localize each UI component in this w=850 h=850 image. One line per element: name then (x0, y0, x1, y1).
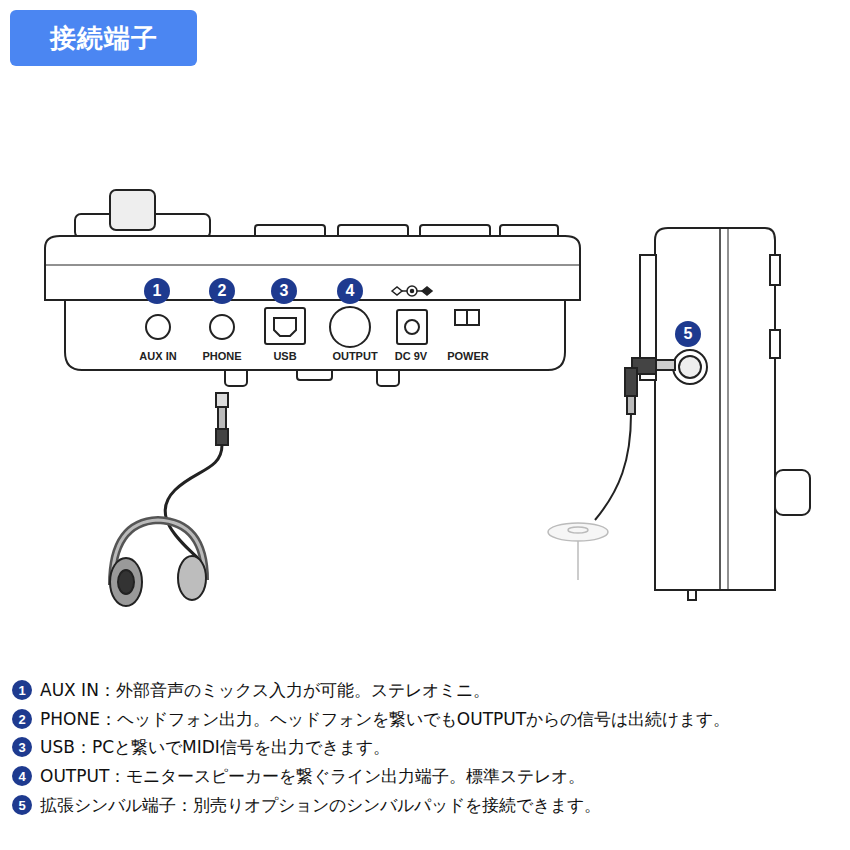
list-number: 4 (12, 766, 32, 786)
front-panel (45, 190, 580, 386)
side-view-part (770, 330, 780, 358)
front-panel-part (146, 315, 170, 339)
side-view-part (673, 350, 707, 384)
headphone-cable-part (216, 393, 228, 407)
side-view-part (770, 255, 780, 285)
list-number: 2 (12, 709, 32, 729)
front-panel-part (455, 310, 479, 325)
front-panel-part (45, 236, 580, 300)
front-panel-part (274, 318, 296, 336)
cymbal-pad-part (577, 541, 579, 580)
front-panel-part (466, 310, 468, 325)
list-number: 5 (12, 795, 32, 815)
front-panel-part (330, 307, 370, 347)
callout-number: 5 (675, 321, 701, 347)
side-view-part (595, 414, 631, 520)
title-badge: 接続端子 (10, 10, 197, 66)
headphone-cable-part (218, 407, 226, 429)
port-label: OUTPUT (331, 350, 378, 362)
side-view-part (688, 590, 696, 600)
front-panel-part (210, 315, 234, 339)
side-view (595, 228, 810, 600)
front-panel-part (392, 286, 432, 296)
side-view-part (655, 360, 675, 370)
side-view-part (625, 368, 637, 396)
front-panel-part-part (411, 290, 414, 293)
port-label: POWER (446, 350, 490, 362)
side-view-part (719, 228, 721, 590)
side-view-part (728, 228, 729, 590)
port-label: DC 9V (394, 350, 428, 362)
callout-number: 4 (337, 278, 363, 304)
front-panel-part (405, 320, 419, 334)
side-view-part (655, 228, 775, 590)
port-label: USB (272, 350, 297, 362)
side-view-part (679, 356, 701, 378)
front-panel-part-part (392, 287, 402, 295)
headphones-part (178, 556, 206, 600)
side-view-part (775, 470, 810, 515)
front-panel-part (397, 310, 427, 344)
cymbal-pad-part (548, 523, 608, 541)
front-panel-part-part (422, 287, 432, 295)
title-text: 接続端子 (50, 21, 158, 56)
cymbal-pad-part (568, 527, 588, 533)
headphones-part (118, 570, 134, 594)
headphone-cable-part (216, 429, 228, 445)
callout-number: 1 (144, 278, 170, 304)
front-panel-part (110, 190, 155, 230)
side-view-part (627, 396, 635, 414)
front-panel-part (65, 300, 565, 370)
port-description: OUTPUT：モニタースピーカーを繋ぐライン出力端子。標準ステレオ。 (40, 765, 585, 788)
cymbal-pad (548, 523, 608, 580)
front-panel-part (265, 308, 305, 344)
callout-number: 2 (209, 278, 235, 304)
list-number: 3 (12, 737, 32, 757)
headphones-part (110, 558, 142, 606)
port-description: USB：PCと繋いでMIDI信号を出力できます。 (40, 736, 390, 759)
port-description: AUX IN：外部音声のミックス入力が可能。ステレオミニ。 (40, 679, 490, 702)
port-label: AUX IN (138, 350, 177, 362)
front-panel-part-part (407, 286, 417, 296)
port-description: PHONE：ヘッドフォン出力。ヘッドフォンを繋いでもOUTPUTからの信号は出続… (40, 708, 730, 731)
headphones (110, 520, 206, 606)
port-description: 拡張シンバル端子：別売りオプションのシンバルパッドを接続できます。 (40, 794, 601, 817)
front-panel-part (45, 265, 580, 266)
list-number: 1 (12, 680, 32, 700)
port-label: PHONE (201, 350, 242, 362)
callout-number: 3 (271, 278, 297, 304)
